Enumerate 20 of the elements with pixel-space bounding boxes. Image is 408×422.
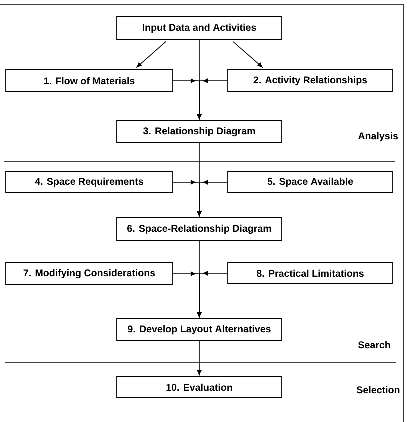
stage-label: Analysis bbox=[358, 132, 398, 142]
process-box: 6. Space-Relationship Diagram bbox=[116, 218, 282, 242]
process-box: 4. Space Requirements bbox=[6, 172, 174, 194]
arrow bbox=[197, 180, 228, 216]
process-box: 8. Practical Limitations bbox=[228, 262, 394, 284]
process-box: 1. Flow of Materials bbox=[6, 70, 174, 92]
arrow bbox=[197, 271, 228, 318]
process-box: 9. Develop Layout Alternatives bbox=[116, 318, 282, 342]
process-box: 2. Activity Relationships bbox=[228, 70, 394, 92]
arrow bbox=[197, 341, 202, 376]
stage-label: Selection bbox=[356, 386, 400, 394]
process-box: 7. Modifying Considerations bbox=[6, 262, 174, 286]
process-box: 10. Evaluation bbox=[116, 376, 282, 398]
stage-label: Search bbox=[358, 341, 390, 349]
process-box: Input Data and Activities bbox=[116, 16, 282, 40]
arrow bbox=[232, 41, 263, 68]
arrow bbox=[136, 41, 166, 68]
process-box: 3. Relationship Diagram bbox=[116, 120, 282, 144]
arrow bbox=[197, 78, 228, 120]
process-box: 5. Space Available bbox=[228, 172, 394, 194]
